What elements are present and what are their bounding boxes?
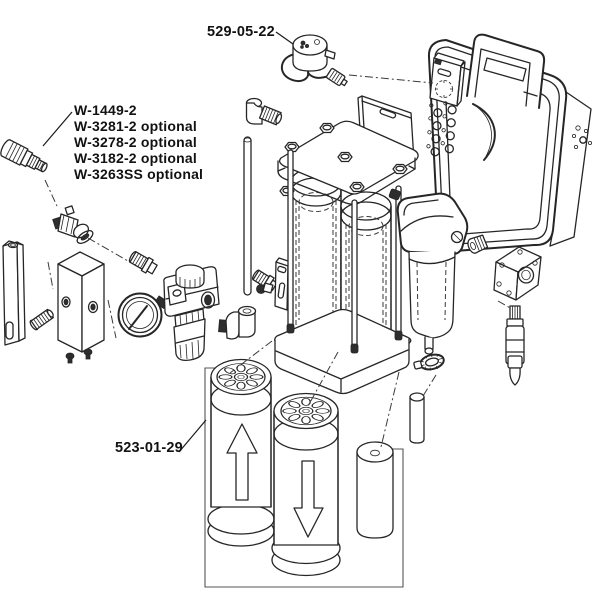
cable-connector bbox=[325, 67, 348, 87]
case-buttons bbox=[426, 101, 457, 157]
bowl-drain bbox=[424, 336, 434, 350]
pressure-gauge bbox=[117, 292, 169, 338]
filter-cartridge-down bbox=[271, 392, 341, 577]
pipe-plug-left bbox=[128, 251, 158, 275]
callout-cartridge-kit-part-number: 523-01-29 bbox=[115, 440, 183, 456]
filter-housing bbox=[388, 188, 469, 371]
assembly-guide-lines bbox=[44, 74, 513, 448]
sight-glass-bar bbox=[2, 240, 26, 346]
callout-solenoid-part-number: 529-05-22 bbox=[207, 24, 275, 40]
kit-outline bbox=[204, 367, 404, 588]
solenoid-valve bbox=[280, 34, 348, 87]
callout-leader-lines bbox=[42, 31, 294, 453]
filter-cartridge-up bbox=[207, 358, 275, 547]
down-arrow-icon bbox=[293, 460, 324, 538]
coupling-part-line: W-3281-2 optional bbox=[74, 118, 197, 134]
coupling-part-line: W-3278-2 optional bbox=[74, 134, 197, 150]
coupling-part-line: W-3263SS optional bbox=[74, 166, 204, 182]
small-tube bbox=[409, 392, 425, 444]
filter-bowl bbox=[408, 251, 456, 339]
coupling-part-line: W-3182-2 optional bbox=[74, 150, 197, 166]
elbow-push-fitting bbox=[218, 305, 257, 340]
case-control-module bbox=[429, 52, 466, 107]
base-plate bbox=[274, 308, 412, 395]
port-block bbox=[493, 246, 542, 301]
cartridge-kit bbox=[204, 358, 404, 588]
pipe-plug-right bbox=[467, 234, 489, 254]
regulator-knob bbox=[175, 264, 205, 289]
small-cartridge bbox=[356, 441, 394, 539]
gauge-needle bbox=[128, 305, 148, 330]
inline-check-valve bbox=[505, 305, 525, 386]
case-handle bbox=[466, 33, 546, 109]
mini-valve-fitting bbox=[52, 205, 94, 244]
long-rod bbox=[243, 136, 252, 296]
coupling-part-line: W-1449-2 bbox=[74, 102, 137, 118]
tower-assembly bbox=[243, 95, 419, 395]
clamp-ring bbox=[413, 353, 445, 371]
up-arrow-icon bbox=[226, 423, 258, 501]
side-bracket bbox=[274, 257, 292, 311]
case-side-holes bbox=[572, 125, 593, 149]
side-bolt bbox=[256, 282, 274, 294]
mounting-screw bbox=[29, 308, 54, 331]
filter-regulator bbox=[163, 264, 220, 362]
callout-coupling-part-numbers: W-1449-2 W-3281-2 optional W-3278-2 opti… bbox=[74, 102, 203, 182]
inlet-elbow-fitting bbox=[245, 97, 283, 126]
quick-connect-coupling bbox=[0, 139, 48, 173]
cap-screws bbox=[65, 348, 93, 364]
case-swoosh bbox=[472, 103, 496, 161]
carrying-case bbox=[426, 33, 593, 253]
manifold-mounting-block bbox=[57, 251, 105, 353]
